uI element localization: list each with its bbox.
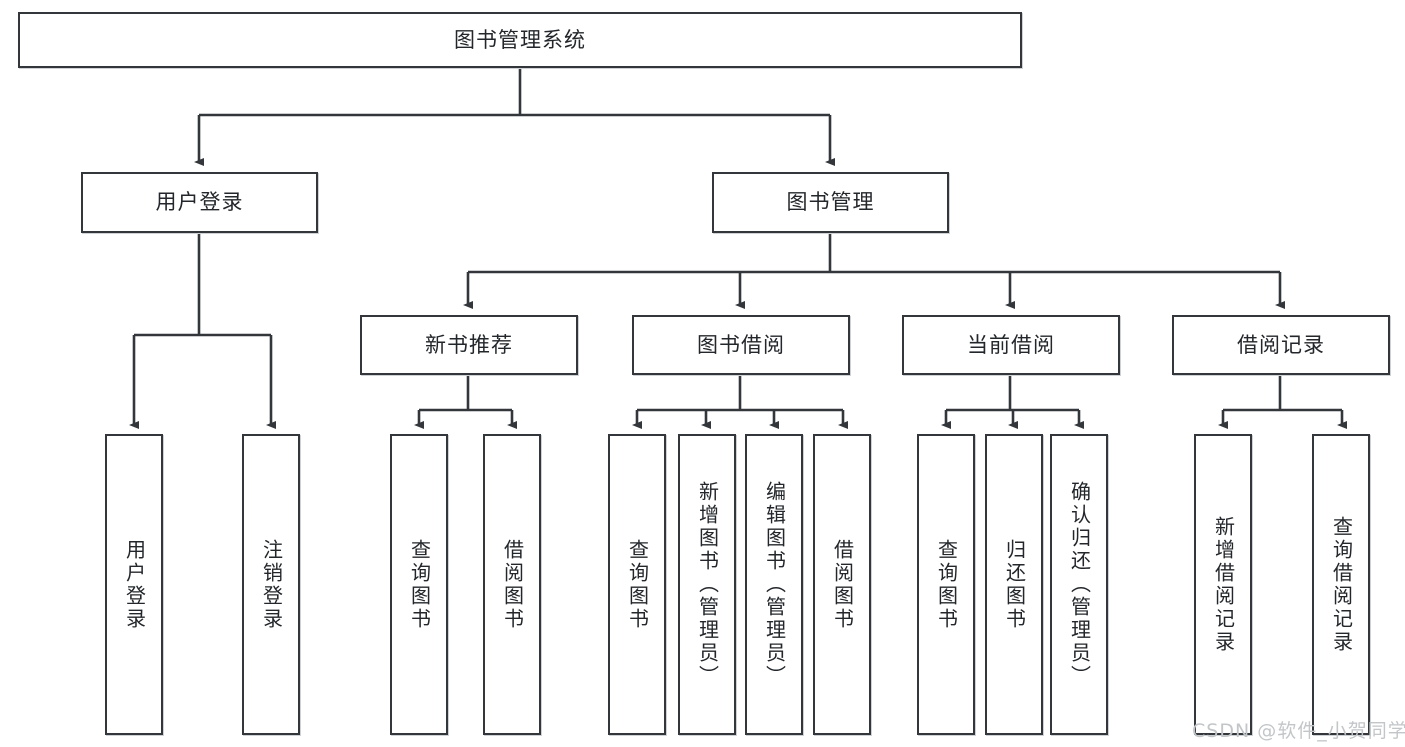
node-new-book-recommend[interactable]: 新书推荐	[360, 315, 578, 375]
node-label: 图书管理系统	[454, 27, 586, 52]
leaf-book-borrow-edit[interactable]: 编辑图书（管理员）	[745, 434, 803, 735]
node-label: 借阅图书	[830, 538, 855, 631]
node-book-management[interactable]: 图书管理	[712, 172, 949, 233]
node-label: 用户登录	[155, 190, 244, 215]
node-current-borrow[interactable]: 当前借阅	[902, 315, 1120, 375]
leaf-user-login-signin[interactable]: 用户登录	[105, 434, 163, 735]
node-label: 用户登录	[122, 538, 147, 631]
node-label: 借阅记录	[1237, 332, 1325, 357]
node-label: 新书推荐	[425, 332, 513, 357]
node-label: 新增图书（管理员）	[695, 481, 720, 688]
node-label: 查询借阅记录	[1329, 515, 1354, 654]
leaf-borrow-record-add[interactable]: 新增借阅记录	[1194, 434, 1252, 735]
leaf-current-borrow-return[interactable]: 归还图书	[985, 434, 1043, 735]
node-label: 确认归还（管理员）	[1067, 481, 1092, 688]
node-book-borrow[interactable]: 图书借阅	[632, 315, 850, 375]
leaf-borrow-record-query[interactable]: 查询借阅记录	[1312, 434, 1370, 735]
leaf-book-borrow-lend[interactable]: 借阅图书	[813, 434, 871, 735]
node-user-login[interactable]: 用户登录	[81, 172, 318, 233]
node-label: 图书借阅	[697, 332, 785, 357]
leaf-book-borrow-add[interactable]: 新增图书（管理员）	[678, 434, 736, 735]
node-label: 借阅图书	[500, 538, 525, 631]
leaf-new-book-borrow[interactable]: 借阅图书	[483, 434, 541, 735]
leaf-current-borrow-query[interactable]: 查询图书	[917, 434, 975, 735]
node-system-root[interactable]: 图书管理系统	[18, 12, 1022, 68]
node-label: 查询图书	[625, 538, 650, 631]
node-label: 查询图书	[934, 538, 959, 631]
node-label: 注销登录	[259, 538, 284, 631]
node-label: 编辑图书（管理员）	[762, 481, 787, 688]
node-label: 新增借阅记录	[1211, 515, 1236, 654]
leaf-current-borrow-confirm[interactable]: 确认归还（管理员）	[1050, 434, 1108, 735]
leaf-book-borrow-query[interactable]: 查询图书	[608, 434, 666, 735]
csdn-watermark: CSDN @软件_小贺同学	[1192, 720, 1405, 742]
node-label: 归还图书	[1002, 538, 1027, 631]
node-borrow-record[interactable]: 借阅记录	[1172, 315, 1390, 375]
node-label: 图书管理	[786, 190, 875, 215]
node-label: 查询图书	[407, 538, 432, 631]
leaf-user-login-signout[interactable]: 注销登录	[242, 434, 300, 735]
node-label: 当前借阅	[967, 332, 1055, 357]
leaf-new-book-query[interactable]: 查询图书	[390, 434, 448, 735]
